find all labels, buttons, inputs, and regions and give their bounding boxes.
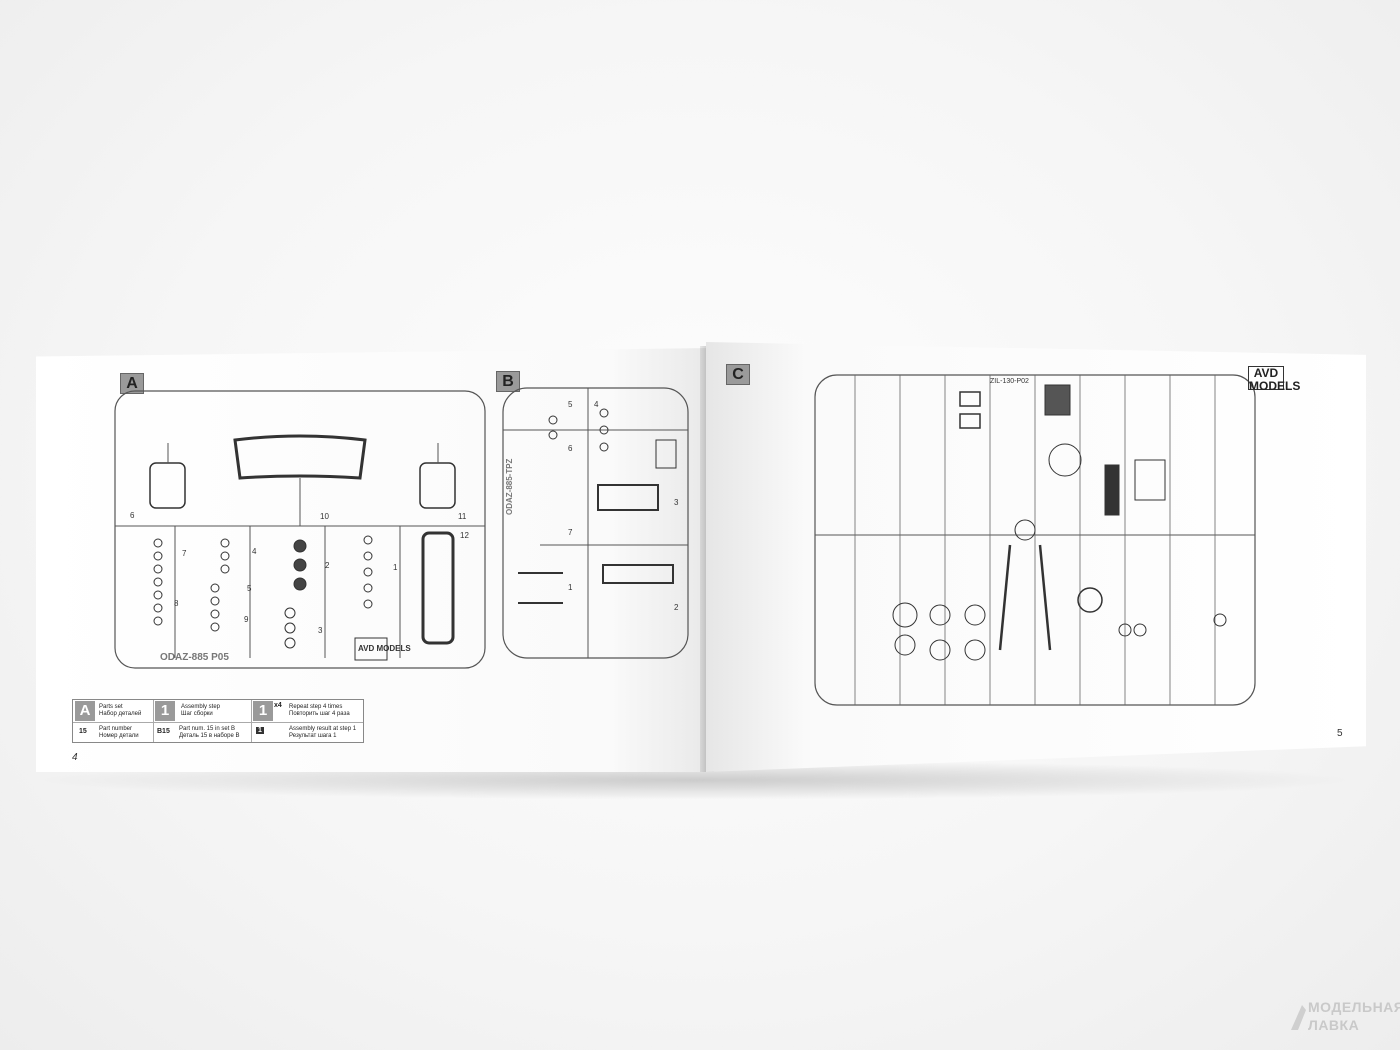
sprue-c-drawing: ZIL-130-P02	[814, 374, 1256, 706]
part-number-label: 5	[247, 584, 252, 593]
watermark-line-1: МОДЕЛЬНАЯ	[1308, 999, 1400, 1015]
part-number-label: 9	[244, 615, 249, 624]
repeat-multiplier: x4	[274, 702, 282, 709]
part-number-ru: Номер детали	[99, 733, 139, 739]
repeat-step-glyph: 1	[253, 701, 273, 721]
sprue-b-code: ODAZ-885-TPZ	[505, 458, 514, 515]
sprue-c-code: ZIL-130-P02	[990, 378, 1029, 385]
watermark-logo-icon	[1291, 1005, 1306, 1030]
part-number-label: 5	[568, 400, 573, 409]
part-number-label: 1	[568, 583, 573, 592]
parts-set-en: Parts set	[99, 704, 123, 710]
set-a-badge: A	[120, 373, 144, 394]
part-number-label: 12	[460, 531, 469, 540]
part-number-label: 6	[568, 444, 573, 453]
part-in-set-en: Part num. 15 in set B	[179, 726, 236, 732]
right-page-number: 5	[1337, 728, 1343, 739]
part-number-label: 2	[674, 603, 679, 612]
assembly-step-ru: Шаг сборки	[181, 711, 213, 717]
avd-logo-small: AVD MODELS	[358, 644, 411, 653]
watermark-line-2: ЛАВКА	[1308, 1017, 1360, 1033]
part-in-set-ru: Деталь 15 в наборе B	[179, 733, 240, 739]
part-number-label: 3	[318, 626, 323, 635]
part-number-label: 4	[252, 547, 257, 556]
part-number-label: 4	[594, 400, 599, 409]
part-number-label: 7	[182, 549, 187, 558]
assembly-step-glyph: 1	[155, 701, 175, 721]
part-number-label: 11	[458, 512, 467, 521]
part-number-label: 6	[130, 511, 135, 520]
sprue-a-code: ODAZ-885 P05	[160, 652, 229, 663]
watermark: МОДЕЛЬНАЯ ЛАВКА	[1288, 997, 1400, 1037]
part-number-label: 8	[174, 599, 179, 608]
parts-set-ru: Набор деталей	[99, 711, 142, 717]
sprue-a-drawing: 6 10 11 12 7 4 2 1 8 5 9 3 ODAZ-885 P05 …	[114, 390, 486, 669]
legend-box: A Parts set Набор деталей 1 Assembly ste…	[72, 699, 364, 743]
part-number-label: 7	[568, 528, 573, 537]
assembly-result-en: Assembly result at step 1	[289, 726, 357, 732]
part-number-label: 2	[325, 561, 330, 570]
sprue-b-drawing: 5 4 6 3 7 1 2 ODAZ-885-TPZ	[502, 387, 689, 659]
part-number-label: 3	[674, 498, 679, 507]
assembly-step-en: Assembly step	[181, 704, 221, 710]
part-number-en: Part number	[99, 726, 133, 732]
set-b-badge: B	[496, 371, 520, 392]
assembly-result-glyph: 1	[256, 727, 264, 734]
part-number-label: 1	[393, 563, 398, 572]
repeat-step-en: Repeat step 4 times	[289, 704, 343, 710]
left-page-number: 4	[72, 752, 78, 763]
assembly-result-ru: Результат шага 1	[289, 733, 337, 739]
part-in-set-code: B15	[157, 728, 170, 735]
set-c-badge: C	[726, 364, 750, 385]
repeat-step-ru: Повторить шаг 4 раза	[289, 711, 350, 717]
part-number-label: 10	[320, 512, 329, 521]
part-number-code: 15	[79, 728, 87, 735]
avd-logo: AVD MODELS	[1248, 366, 1301, 393]
parts-set-glyph: A	[75, 701, 95, 721]
right-page	[706, 342, 1366, 772]
